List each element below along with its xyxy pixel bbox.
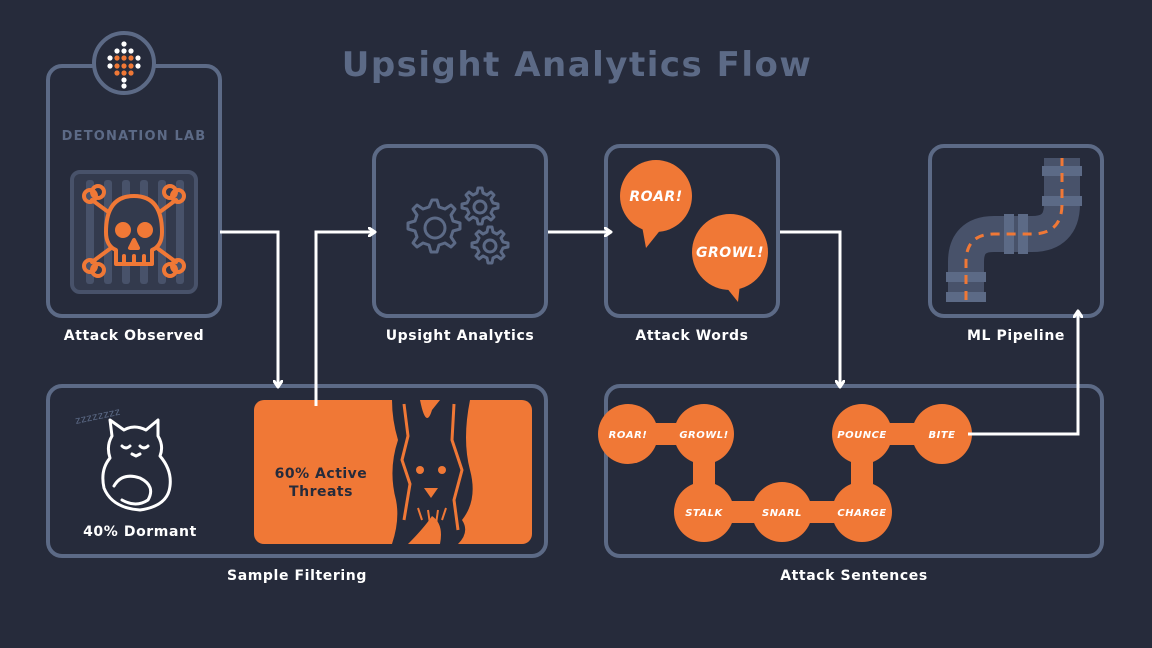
- pipe-icon: [946, 158, 1082, 302]
- stage-attack-sentences: ROAR! GROWL! STALK SNARL CHARGE POUNCE BITE At…: [598, 384, 1104, 584]
- sample-filtering-box: [46, 384, 548, 558]
- stage-ml-pipeline: ML Pipeline: [928, 144, 1104, 344]
- chain-word: CHARGE: [837, 508, 886, 519]
- ml-pipeline-label: ML Pipeline: [967, 328, 1065, 344]
- chain-word: POUNCE: [837, 430, 887, 441]
- stage-attack-observed: DETONATION LAB Attack Observed: [46, 31, 222, 344]
- chain-word: STALK: [685, 508, 723, 519]
- attack-sentences-label: Attack Sentences: [780, 568, 928, 584]
- sample-filtering-label: Sample Filtering: [227, 568, 367, 584]
- chain-node: [674, 404, 734, 464]
- chain-node: [912, 404, 972, 464]
- tiger-icon: [392, 400, 473, 544]
- arrow-sentences-to-pipeline: [968, 312, 1078, 436]
- arrow-words-to-sentences: [780, 230, 840, 386]
- upsight-analytics-label: Upsight Analytics: [386, 328, 535, 344]
- skull-crossbones-icon: [82, 184, 186, 278]
- chain-node: [832, 404, 892, 464]
- sleeping-cat-icon: [101, 418, 172, 512]
- active-threats-label-line1: 60% Active: [275, 466, 368, 482]
- chain-word: BITE: [929, 430, 956, 441]
- stage-attack-words: ROAR! GROWL! Attack Words: [604, 144, 780, 344]
- bubble-roar-text: ROAR!: [629, 189, 682, 205]
- chain-word: ROAR!: [609, 430, 648, 441]
- bubble-growl-text: GROWL!: [696, 245, 764, 261]
- detonation-lab-label: DETONATION LAB: [62, 129, 207, 144]
- active-threats-label-line2: Threats: [289, 484, 353, 500]
- speech-bubble-growl: GROWL!: [692, 214, 768, 302]
- chain-word: GROWL!: [679, 430, 728, 441]
- chain-node: [752, 482, 812, 542]
- active-threats-panel: 60% Active Threats: [254, 400, 532, 544]
- biohazard-logo-icon: [92, 31, 156, 95]
- upsight-analytics-box: [372, 144, 548, 318]
- attack-words-label: Attack Words: [635, 328, 748, 344]
- flow-arrows: [220, 230, 1078, 436]
- gears-icon: [406, 186, 510, 265]
- stage-upsight-analytics: Upsight Analytics: [372, 144, 548, 344]
- chain-node: [832, 482, 892, 542]
- attack-sentences-box: [604, 384, 1104, 558]
- chain-node: [674, 482, 734, 542]
- speech-bubble-roar: ROAR!: [620, 160, 692, 248]
- chain-word: SNARL: [762, 508, 802, 519]
- attack-word-chain: ROAR! GROWL! STALK SNARL CHARGE POUNCE BITE: [598, 404, 972, 542]
- dormant-label: 40% Dormant: [83, 524, 197, 540]
- stage-sample-filtering: zzzzzzzz 40% Dormant 60% Active Threats: [46, 384, 548, 584]
- attack-observed-label: Attack Observed: [64, 328, 204, 344]
- ml-pipeline-box: [928, 144, 1104, 318]
- arrow-filtering-to-analytics: [314, 232, 374, 406]
- arrow-observed-to-filtering: [220, 230, 278, 386]
- chain-node: [598, 404, 658, 464]
- diagram-title: Upsight Analytics Flow: [342, 45, 813, 85]
